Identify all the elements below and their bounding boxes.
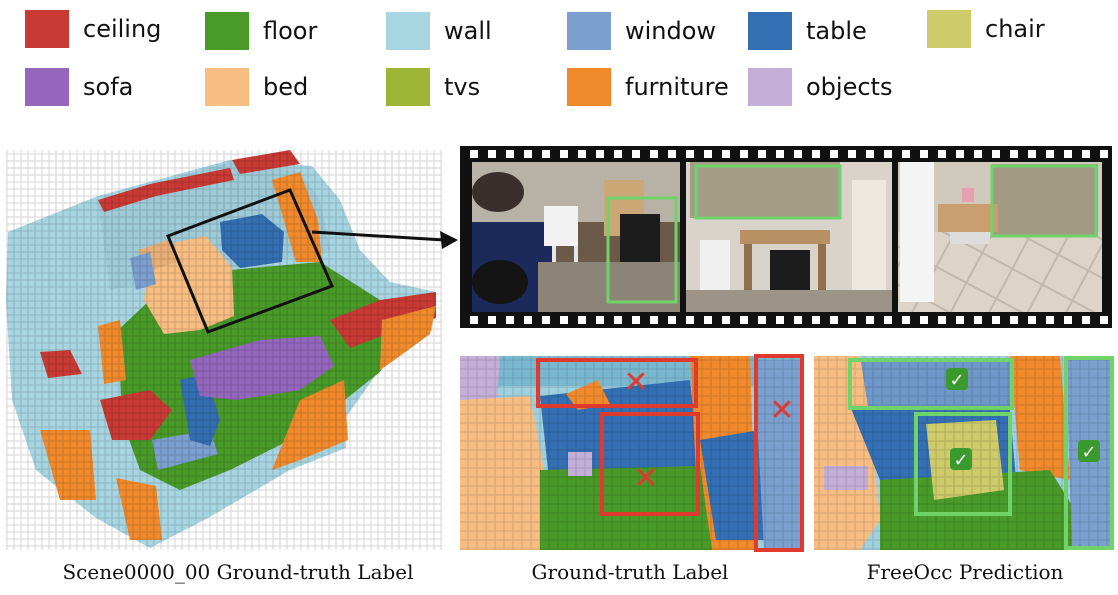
check-mark: ✓ (949, 370, 964, 391)
legend-label: tvs (444, 73, 481, 101)
legend-label: chair (985, 15, 1045, 43)
legend-swatch-furniture (567, 68, 611, 106)
check-mark: ✓ (953, 450, 968, 471)
wrong-mark: ✕ (633, 461, 658, 496)
pred-panel: ✓ ✓ ✓ (814, 356, 1114, 550)
legend-item-floor: floor (205, 12, 317, 50)
zoom-arrow-head (440, 231, 458, 249)
voxel-scene (6, 150, 458, 550)
legend-item-bed: bed (205, 68, 308, 106)
zoom-arrow-line (311, 230, 445, 242)
gt-panel: ✕ ✕ ✕ (460, 354, 804, 552)
highlight-box-window (990, 164, 1098, 238)
film-frame-1 (472, 162, 680, 312)
legend-label: objects (806, 73, 893, 101)
legend-label: furniture (625, 73, 729, 101)
film-strip (460, 146, 1112, 328)
correct-box (914, 412, 1012, 516)
wrong-mark: ✕ (769, 393, 794, 428)
legend-item-ceiling: ceiling (25, 10, 161, 48)
caption-scene: Scene0000_00 Ground-truth Label (62, 560, 414, 584)
legend-label: ceiling (83, 15, 162, 43)
film-frame-2 (686, 162, 892, 312)
check-mark: ✓ (1081, 442, 1096, 463)
zoom-region-box (166, 188, 335, 334)
legend-swatch-chair (927, 10, 971, 48)
check-badge (950, 448, 972, 470)
error-box (754, 354, 804, 552)
legend-swatch-window (567, 12, 611, 50)
highlight-box-chair (606, 196, 678, 304)
legend-label: wall (444, 17, 492, 45)
check-badge (1078, 440, 1100, 462)
highlight-box-window (694, 164, 842, 220)
legend-swatch-ceiling (25, 10, 69, 48)
film-perforations (470, 150, 1108, 324)
wrong-mark: ✕ (623, 365, 648, 400)
legend-label: window (625, 17, 717, 45)
legend-label: sofa (83, 73, 134, 101)
legend-swatch-wall (386, 12, 430, 50)
legend-item-window: window (567, 12, 716, 50)
legend-item-wall: wall (386, 12, 492, 50)
legend-item-chair: chair (927, 10, 1045, 48)
film-frame-3 (898, 162, 1102, 312)
correct-box (848, 358, 1014, 410)
legend-swatch-floor (205, 12, 249, 50)
correct-box (1064, 356, 1114, 550)
legend-swatch-sofa (25, 68, 69, 106)
caption-ground-truth: Ground-truth Label (531, 560, 729, 584)
legend-item-objects: objects (748, 68, 892, 106)
error-box (536, 358, 698, 408)
legend-label: floor (263, 17, 318, 45)
legend-item-tvs: tvs (386, 68, 480, 106)
legend-label: bed (263, 73, 309, 101)
legend-swatch-bed (205, 68, 249, 106)
legend-item-furniture: furniture (567, 68, 729, 106)
legend-item-table: table (748, 12, 867, 50)
legend-swatch-table (748, 12, 792, 50)
scene-voxel-grid (6, 150, 442, 550)
legend-item-sofa: sofa (25, 68, 133, 106)
legend-label: table (806, 17, 867, 45)
legend-swatch-objects (748, 68, 792, 106)
caption-prediction: FreeOcc Prediction (866, 560, 1064, 584)
legend-swatch-tvs (386, 68, 430, 106)
error-box (600, 412, 700, 516)
check-badge (946, 368, 968, 390)
